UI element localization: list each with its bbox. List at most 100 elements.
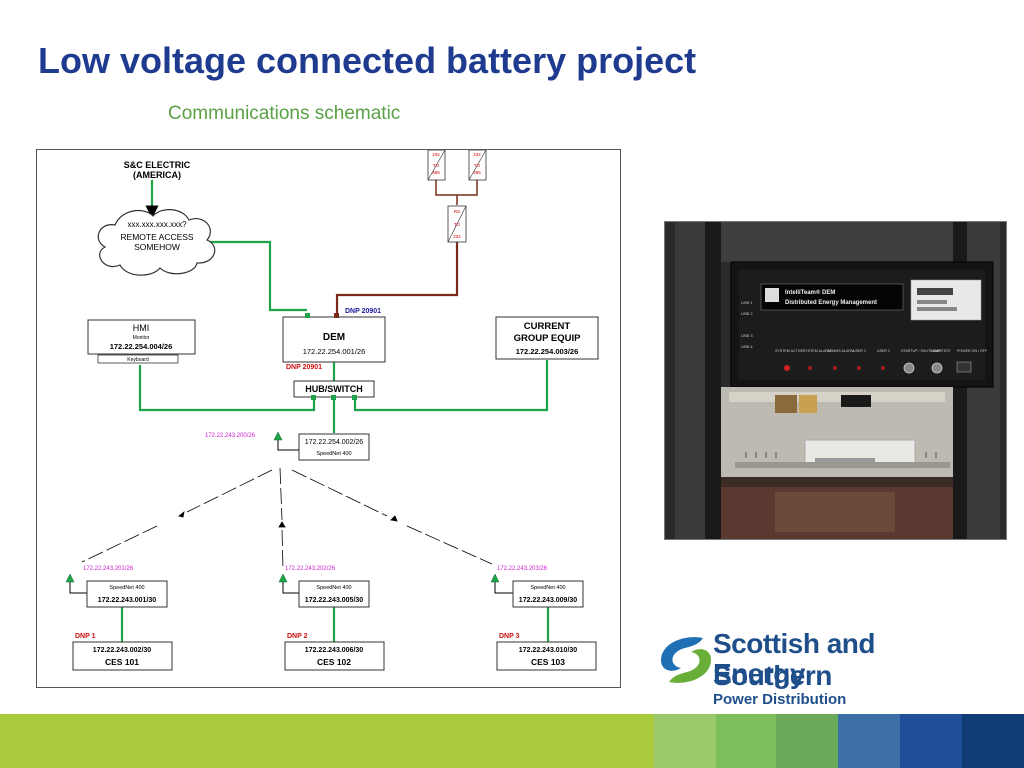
radio-link-left-2 <box>81 525 158 563</box>
radio-arrow-1 <box>178 511 185 518</box>
site2-radio-ip: 172.22.243.202/26 <box>285 566 336 572</box>
master-radio-model: SpeedNet 400 <box>316 451 351 457</box>
dem-panel-title-1: IntelliTeam® DEM <box>785 289 835 296</box>
svg-text:COMMS ALARM: COMMS ALARM <box>827 349 854 353</box>
radio-link-mid <box>279 467 283 521</box>
site3-ces-ip: 172.22.243.010/30 <box>519 647 577 654</box>
line-site3-radio <box>494 582 513 594</box>
footer-segment <box>776 714 838 768</box>
site2-ces-box <box>284 641 385 671</box>
hmi-ip: 172.22.254.004/26 <box>110 342 173 351</box>
svg-text:USER 2: USER 2 <box>877 349 890 353</box>
line-converters-2 <box>457 180 478 196</box>
master-antenna-icon <box>273 431 283 441</box>
dem-name: DEM <box>323 332 345 343</box>
site1-ces-ip: 172.22.243.002/30 <box>93 647 151 654</box>
usb-2: USB 2 <box>741 311 753 316</box>
site3-radio-box <box>512 580 584 608</box>
footer-segment <box>716 714 776 768</box>
radio-link-right-2 <box>406 525 493 565</box>
line-hmi-to-hub <box>138 365 316 412</box>
hmi-name: HMI <box>133 323 150 333</box>
keyboard-box <box>97 354 179 364</box>
sse-logo: Scottish and Southern Energy Power Distr… <box>655 628 995 713</box>
svg-text:232: 232 <box>432 152 440 157</box>
site3-ces-box <box>496 641 597 671</box>
shelf-vents <box>745 452 937 458</box>
communications-schematic: S&C ELECTRIC (AMERICA) xxx.xxx.xxx.xxx? … <box>36 149 621 688</box>
svg-text:485: 485 <box>473 170 481 175</box>
logo-text-line2: Energy <box>713 658 805 689</box>
current-group-ip: 172.22.254.003/26 <box>516 347 579 356</box>
converter-left: 232 TO 485 <box>427 150 446 181</box>
svg-text:SYSTEM ALARM: SYSTEM ALARM <box>803 349 831 353</box>
svg-text:485: 485 <box>432 170 440 175</box>
panel-leds <box>784 361 972 374</box>
site1-ces-box <box>72 641 173 671</box>
dem-panel-label <box>760 283 904 311</box>
site2-antenna-icon <box>278 573 288 583</box>
panel-led-labels: SYSTEM ACTIVE SYSTEM ALARM COMMS ALARM U… <box>775 349 988 353</box>
line-cge-to-hub <box>353 360 549 412</box>
usb-4: USB 4 <box>741 344 753 349</box>
dem-ip: 172.22.254.001/26 <box>303 347 366 356</box>
photo-svg: IntelliTeam® DEM Distributed Energy Mana… <box>665 222 1006 539</box>
footer-segment <box>0 714 654 768</box>
svg-text:LAMP TEST: LAMP TEST <box>931 349 952 353</box>
line-cloud-to-dem <box>209 240 307 312</box>
logo-text-line1: Scottish and Southern <box>713 628 876 691</box>
dem-panel-title-2: Distributed Energy Management <box>785 300 877 306</box>
radio-link-left <box>186 469 273 513</box>
converter-right: 232 TO 485 <box>468 150 487 181</box>
current-group-name-2: GROUP EQUIP <box>514 333 582 344</box>
hmi-sub: Monitor <box>133 335 150 341</box>
site1-ces-name: CES 101 <box>105 657 139 667</box>
current-group-box <box>495 316 599 360</box>
site2-model: SpeedNet 400 <box>316 585 351 591</box>
site1-antenna-icon <box>65 573 75 583</box>
equipment-photo: IntelliTeam® DEM Distributed Energy Mana… <box>664 221 1007 540</box>
dnp-mid-label: DNP 20901 <box>286 364 322 371</box>
footer-segment <box>838 714 900 768</box>
footer-color-bar <box>0 714 1024 768</box>
radio-links <box>81 467 493 571</box>
footer-segment <box>962 714 1024 768</box>
radio-arrow-3 <box>390 515 398 522</box>
converter-lower: RS TO 232 <box>447 205 467 243</box>
slide-title: Low voltage connected battery project <box>38 40 697 81</box>
site2-ces-name: CES 102 <box>317 657 351 667</box>
sc-electric-sub: (AMERICA) <box>133 170 181 180</box>
site3-model: SpeedNet 400 <box>530 585 565 591</box>
site-2: 172.22.243.202/26 SpeedNet 400 172.22.24… <box>278 566 385 671</box>
sse-logo-icon <box>661 637 711 683</box>
current-group-name-1: CURRENT <box>524 321 571 332</box>
connection-lines <box>69 180 550 642</box>
line-master-radio <box>277 440 299 451</box>
svg-text:TO: TO <box>433 163 440 168</box>
svg-text:STARTUP / SHUTDOWN: STARTUP / SHUTDOWN <box>901 349 942 353</box>
master-radio-box-ip: 172.22.254.002/26 <box>305 439 363 446</box>
line-site2-radio <box>282 582 299 594</box>
radio-link-right <box>291 469 388 517</box>
master-radio-ip: 172.22.243.200/26 <box>205 433 256 439</box>
logo-text-line3: Power Distribution <box>713 691 847 708</box>
site2-ces-ip: 172.22.243.006/30 <box>305 647 363 654</box>
footer-segment <box>654 714 716 768</box>
hub-switch-label: HUB/SWITCH <box>305 384 363 394</box>
site1-radio-box <box>86 580 168 608</box>
svg-text:USER 1: USER 1 <box>853 349 866 353</box>
usb-1: USB 1 <box>741 300 753 305</box>
site3-antenna-icon <box>490 573 500 583</box>
site1-radio-ip: 172.22.243.201/26 <box>83 566 134 572</box>
keyboard-label: Keyboard <box>127 357 149 363</box>
radio-link-mid-2 <box>281 529 284 571</box>
slide-subtitle: Communications schematic <box>168 103 401 124</box>
site3-dnp: DNP 3 <box>499 633 520 640</box>
cloud-ip: xxx.xxx.xxx.xxx? <box>127 220 187 229</box>
site1-ip: 172.22.243.001/30 <box>98 597 156 604</box>
site3-radio-ip: 172.22.243.203/26 <box>497 566 548 572</box>
site-3: 172.22.243.203/26 SpeedNet 400 172.22.24… <box>490 566 597 671</box>
site1-model: SpeedNet 400 <box>109 585 144 591</box>
svg-text:POWER ON / OFF: POWER ON / OFF <box>957 349 988 353</box>
svg-text:SYSTEM ACTIVE: SYSTEM ACTIVE <box>775 349 804 353</box>
